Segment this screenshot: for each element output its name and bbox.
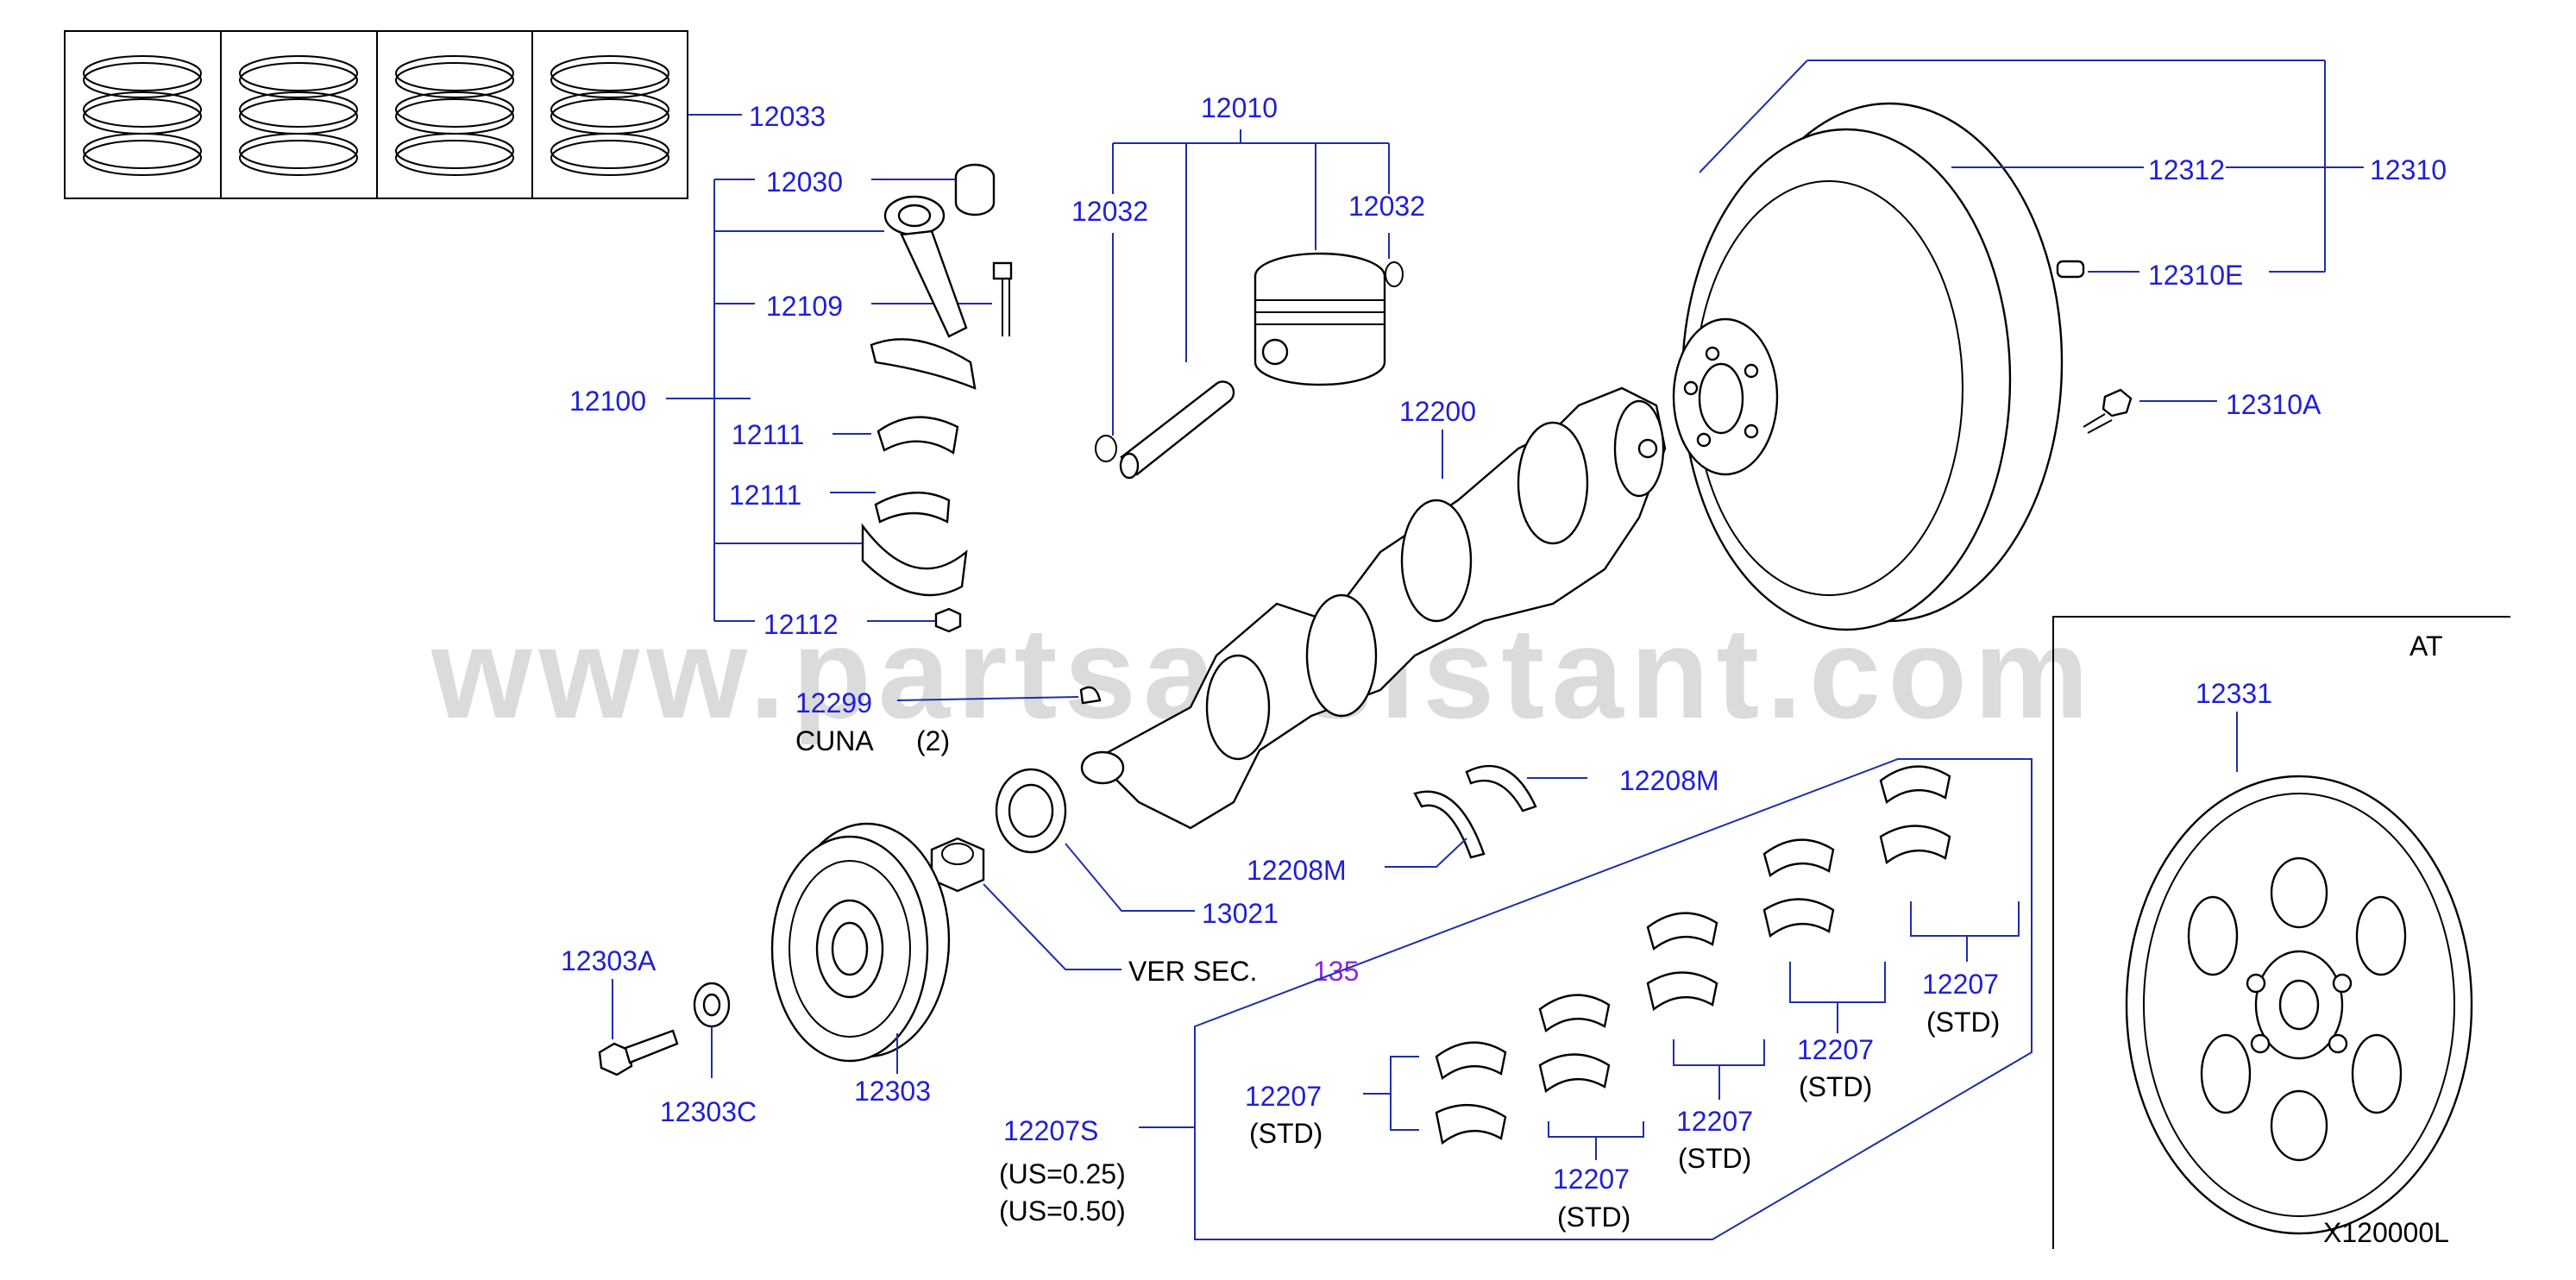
flywheel-bolt[interactable] — [2083, 388, 2133, 434]
main-bearing-pair-1[interactable] — [1435, 1041, 1507, 1145]
label-12111-b[interactable]: 12111 — [729, 480, 801, 511]
label-12303A[interactable]: 12303A — [561, 945, 657, 976]
main-bearing-pair-2[interactable] — [1538, 994, 1611, 1094]
label-us-025: (US=0.25) — [999, 1158, 1126, 1189]
ring-set-3 — [395, 55, 514, 176]
piston[interactable] — [1253, 252, 1386, 386]
drive-plate[interactable] — [2125, 775, 2473, 1235]
main-bearing-outline — [1194, 758, 2033, 1240]
label-std-c: (STD) — [1678, 1143, 1751, 1174]
connecting-rod-bracket — [666, 179, 884, 622]
label-12331[interactable]: 12331 — [2196, 678, 2272, 709]
label-us-050: (US=0.50) — [999, 1195, 1126, 1227]
label-12208M-a[interactable]: 12208M — [1619, 765, 1719, 796]
label-12109[interactable]: 12109 — [766, 291, 843, 322]
rod-bolt[interactable] — [992, 261, 1013, 336]
label-std-d: (STD) — [1799, 1071, 1872, 1102]
piston-bracket — [1112, 129, 1390, 436]
pulley-washer[interactable] — [693, 982, 731, 1028]
ring-set-1 — [83, 55, 202, 176]
rod-cap[interactable] — [861, 523, 968, 597]
rod-bearing-lower[interactable] — [874, 492, 951, 524]
label-12303[interactable]: 12303 — [854, 1076, 931, 1107]
label-12111-a[interactable]: 12111 — [732, 419, 804, 450]
label-12207-e[interactable]: 12207 — [1922, 969, 1999, 1000]
label-std-e: (STD) — [1926, 1007, 2000, 1038]
at-panel-border — [2052, 616, 2510, 1249]
snap-ring-right[interactable] — [1385, 261, 1404, 287]
label-12033[interactable]: 12033 — [749, 101, 826, 132]
main-bearing-pair-4[interactable] — [1762, 838, 1835, 938]
label-12303C[interactable]: 12303C — [660, 1096, 757, 1127]
label-12310A[interactable]: 12310A — [2226, 389, 2322, 420]
main-bearing-pair-5[interactable] — [1879, 765, 1951, 865]
label-13021[interactable]: 13021 — [1202, 898, 1279, 929]
label-cuna: CUNA — [795, 725, 874, 756]
label-std-b: (STD) — [1557, 1202, 1630, 1233]
rod-nut[interactable] — [934, 607, 962, 633]
label-12032-b[interactable]: 12032 — [1348, 191, 1425, 222]
connecting-rod[interactable] — [870, 195, 977, 390]
piston-pin-bushing[interactable] — [954, 163, 996, 216]
label-12208M-b[interactable]: 12208M — [1247, 855, 1347, 886]
main-bearing-pair-3[interactable] — [1646, 912, 1718, 1012]
piston-ring-sets[interactable] — [64, 30, 688, 199]
woodruff-key[interactable] — [1079, 686, 1102, 705]
crankshaft-sprocket[interactable] — [995, 768, 1067, 854]
label-12207-a[interactable]: 12207 — [1245, 1081, 1322, 1112]
label-12207S[interactable]: 12207S — [1003, 1115, 1098, 1146]
crankshaft[interactable] — [1080, 386, 1667, 830]
label-12032-a[interactable]: 12032 — [1071, 196, 1148, 227]
label-ver-sec: VER SEC. — [1128, 956, 1257, 987]
flywheel[interactable] — [1672, 102, 2064, 631]
flywheel-dowel[interactable] — [2056, 260, 2085, 279]
label-cuna-qty: (2) — [916, 725, 950, 756]
label-drawing-code: X120000L — [2323, 1217, 2449, 1248]
label-12100[interactable]: 12100 — [569, 386, 646, 417]
crankshaft-pulley[interactable] — [770, 822, 951, 1063]
label-12200[interactable]: 12200 — [1399, 396, 1476, 427]
pulley-bolt[interactable] — [598, 1029, 679, 1076]
label-12207-b[interactable]: 12207 — [1553, 1164, 1630, 1195]
label-12112[interactable]: 12112 — [763, 609, 839, 640]
label-12312[interactable]: 12312 — [2148, 154, 2225, 185]
ring-set-4 — [550, 55, 669, 176]
label-12299[interactable]: 12299 — [795, 687, 872, 718]
thrust-washer-upper[interactable] — [1465, 764, 1537, 813]
label-12207-c[interactable]: 12207 — [1676, 1106, 1753, 1137]
label-12310[interactable]: 12310 — [2370, 154, 2447, 185]
label-at: AT — [2410, 631, 2443, 662]
label-12030[interactable]: 12030 — [766, 166, 843, 198]
label-12207-d[interactable]: 12207 — [1797, 1034, 1874, 1065]
label-std-a: (STD) — [1249, 1118, 1323, 1149]
label-section-ref[interactable]: 135 — [1313, 956, 1359, 987]
snap-ring-left[interactable] — [1095, 435, 1117, 462]
label-12010[interactable]: 12010 — [1201, 92, 1278, 123]
flywheel-bracket — [1699, 60, 2364, 273]
rod-bearing-upper[interactable] — [876, 416, 959, 455]
piston-pin[interactable] — [1119, 380, 1235, 480]
thrust-washer-lower[interactable] — [1413, 790, 1486, 859]
label-12310E[interactable]: 12310E — [2148, 260, 2243, 291]
ring-set-2 — [239, 55, 358, 176]
